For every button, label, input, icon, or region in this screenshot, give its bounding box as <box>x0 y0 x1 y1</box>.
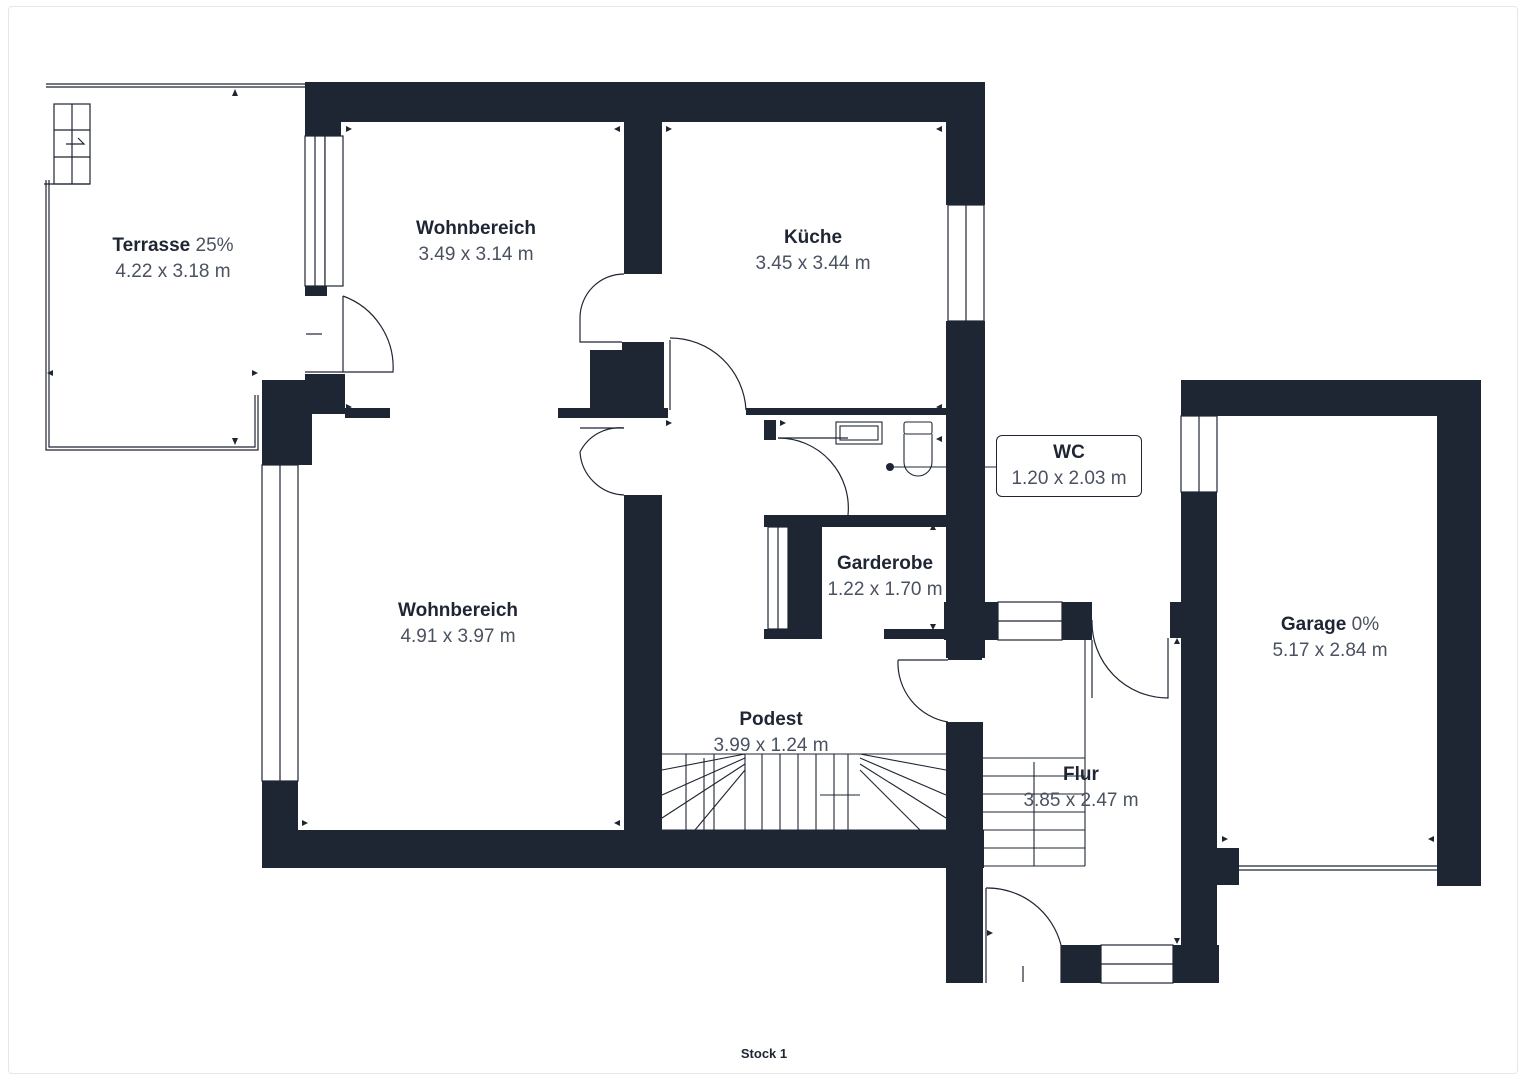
room-dimensions: 4.22 x 3.18 m <box>115 261 231 282</box>
room-dimensions: 1.22 x 1.70 m <box>827 579 943 600</box>
terrace-outline <box>44 83 305 451</box>
room-dimensions: 4.91 x 3.97 m <box>400 626 516 647</box>
room-percentage: 25% <box>195 235 234 256</box>
room-label-flur: Flur 3.85 x 2.47 m <box>1023 763 1138 814</box>
stairs <box>661 640 1086 867</box>
floor-label: Stock 1 <box>740 1046 788 1061</box>
room-name: WC <box>1053 442 1085 463</box>
measure-ticks <box>47 89 1446 944</box>
room-name: Küche <box>783 227 843 248</box>
room-dimensions: 3.45 x 3.44 m <box>755 253 871 274</box>
room-dimensions: 3.99 x 1.24 m <box>713 735 829 756</box>
room-dimensions: 3.49 x 3.14 m <box>418 244 534 265</box>
room-label-kueche: Küche 3.45 x 3.44 m <box>755 226 870 277</box>
room-name: Podest <box>739 709 803 730</box>
room-name: Garderobe <box>836 553 934 574</box>
room-name: Terrasse <box>112 235 191 256</box>
room-label-garderobe: Garderobe 1.22 x 1.70 m <box>827 552 942 603</box>
room-name: Garage <box>1280 614 1347 635</box>
room-label-wohnbereich-top: Wohnbereich 3.49 x 3.14 m <box>416 217 536 268</box>
plan-sheet <box>8 6 1518 1074</box>
room-label-garage: Garage 0% 5.17 x 2.84 m <box>1272 613 1387 664</box>
room-dimensions: 1.20 x 2.03 m <box>1011 468 1127 489</box>
room-label-wc: WC 1.20 x 2.03 m <box>1011 441 1126 492</box>
room-dimensions: 3.85 x 2.47 m <box>1023 790 1139 811</box>
wc-label-box <box>996 435 1142 497</box>
room-percentage: 0% <box>1351 614 1380 635</box>
walls <box>262 82 1481 983</box>
room-name: Flur <box>1063 764 1099 785</box>
room-name: Wohnbereich <box>416 218 536 239</box>
room-label-podest: Podest 3.99 x 1.24 m <box>713 708 828 759</box>
room-dimensions: 5.17 x 2.84 m <box>1272 640 1388 661</box>
room-name: Wohnbereich <box>398 600 518 621</box>
windows <box>261 135 1218 984</box>
wc-fixtures <box>835 421 996 515</box>
room-label-wohnbereich-bottom: Wohnbereich 4.91 x 3.97 m <box>398 599 518 650</box>
doors <box>305 273 1437 983</box>
room-label-terrasse: Terrasse 25% 4.22 x 3.18 m <box>112 234 233 285</box>
